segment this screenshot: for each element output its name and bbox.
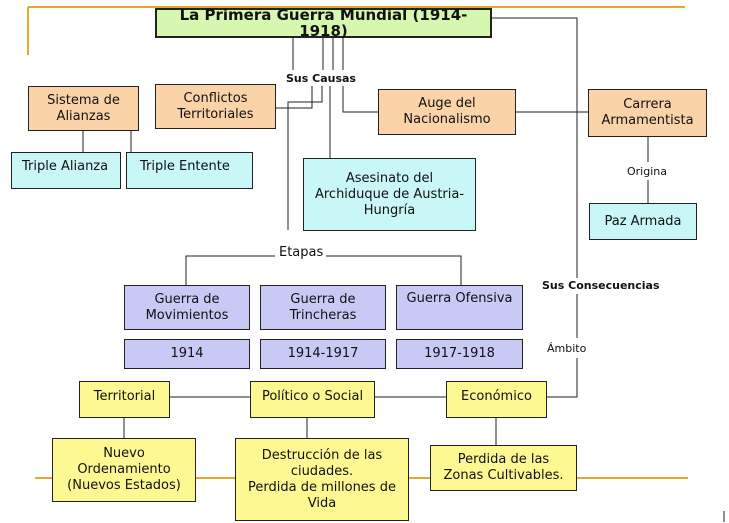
- stage-ofensiva-years: 1917-1918: [396, 339, 523, 369]
- consequences-label: Sus Consecuencias: [540, 279, 662, 292]
- area-economico-box: Económico: [446, 381, 547, 418]
- stage-trincheras-years: 1914-1917: [260, 339, 386, 369]
- paz-armada-box: Paz Armada: [589, 203, 697, 240]
- conflictos-territoriales-box: Conflictos Territoriales: [155, 84, 276, 129]
- origina-label: Origina: [625, 165, 669, 178]
- stage-ofensiva-box: Guerra Ofensiva: [396, 285, 523, 330]
- triple-alianza-box: Triple Alianza: [11, 152, 121, 189]
- triple-entente-box: Triple Entente: [126, 152, 253, 189]
- stage-movimientos-box: Guerra de Movimientos: [124, 285, 250, 330]
- economico-detail-box: Perdida de las Zonas Cultivables.: [430, 445, 577, 491]
- area-politico-social-box: Político o Social: [250, 381, 375, 418]
- territorial-detail-box: Nuevo Ordenamiento (Nuevos Estados): [52, 438, 196, 502]
- ambito-label: Ámbito: [545, 342, 589, 355]
- causes-label: Sus Causas: [284, 72, 358, 85]
- politico-social-detail-box: Destrucción de las ciudades. Perdida de …: [235, 438, 409, 521]
- stages-label: Etapas: [277, 245, 326, 260]
- stage-trincheras-box: Guerra de Trincheras: [260, 285, 386, 330]
- stage-movimientos-years: 1914: [124, 339, 250, 369]
- sistema-alianzas-box: Sistema de Alianzas: [28, 86, 139, 131]
- area-territorial-box: Territorial: [79, 381, 170, 418]
- auge-nacionalismo-box: Auge del Nacionalismo: [378, 89, 516, 135]
- carrera-armamentista-box: Carrera Armamentista: [588, 89, 707, 137]
- title-box: La Primera Guerra Mundial (1914-1918): [155, 7, 492, 39]
- asesinato-archiduque-box: Asesinato del Archiduque de Austria- Hun…: [303, 158, 476, 231]
